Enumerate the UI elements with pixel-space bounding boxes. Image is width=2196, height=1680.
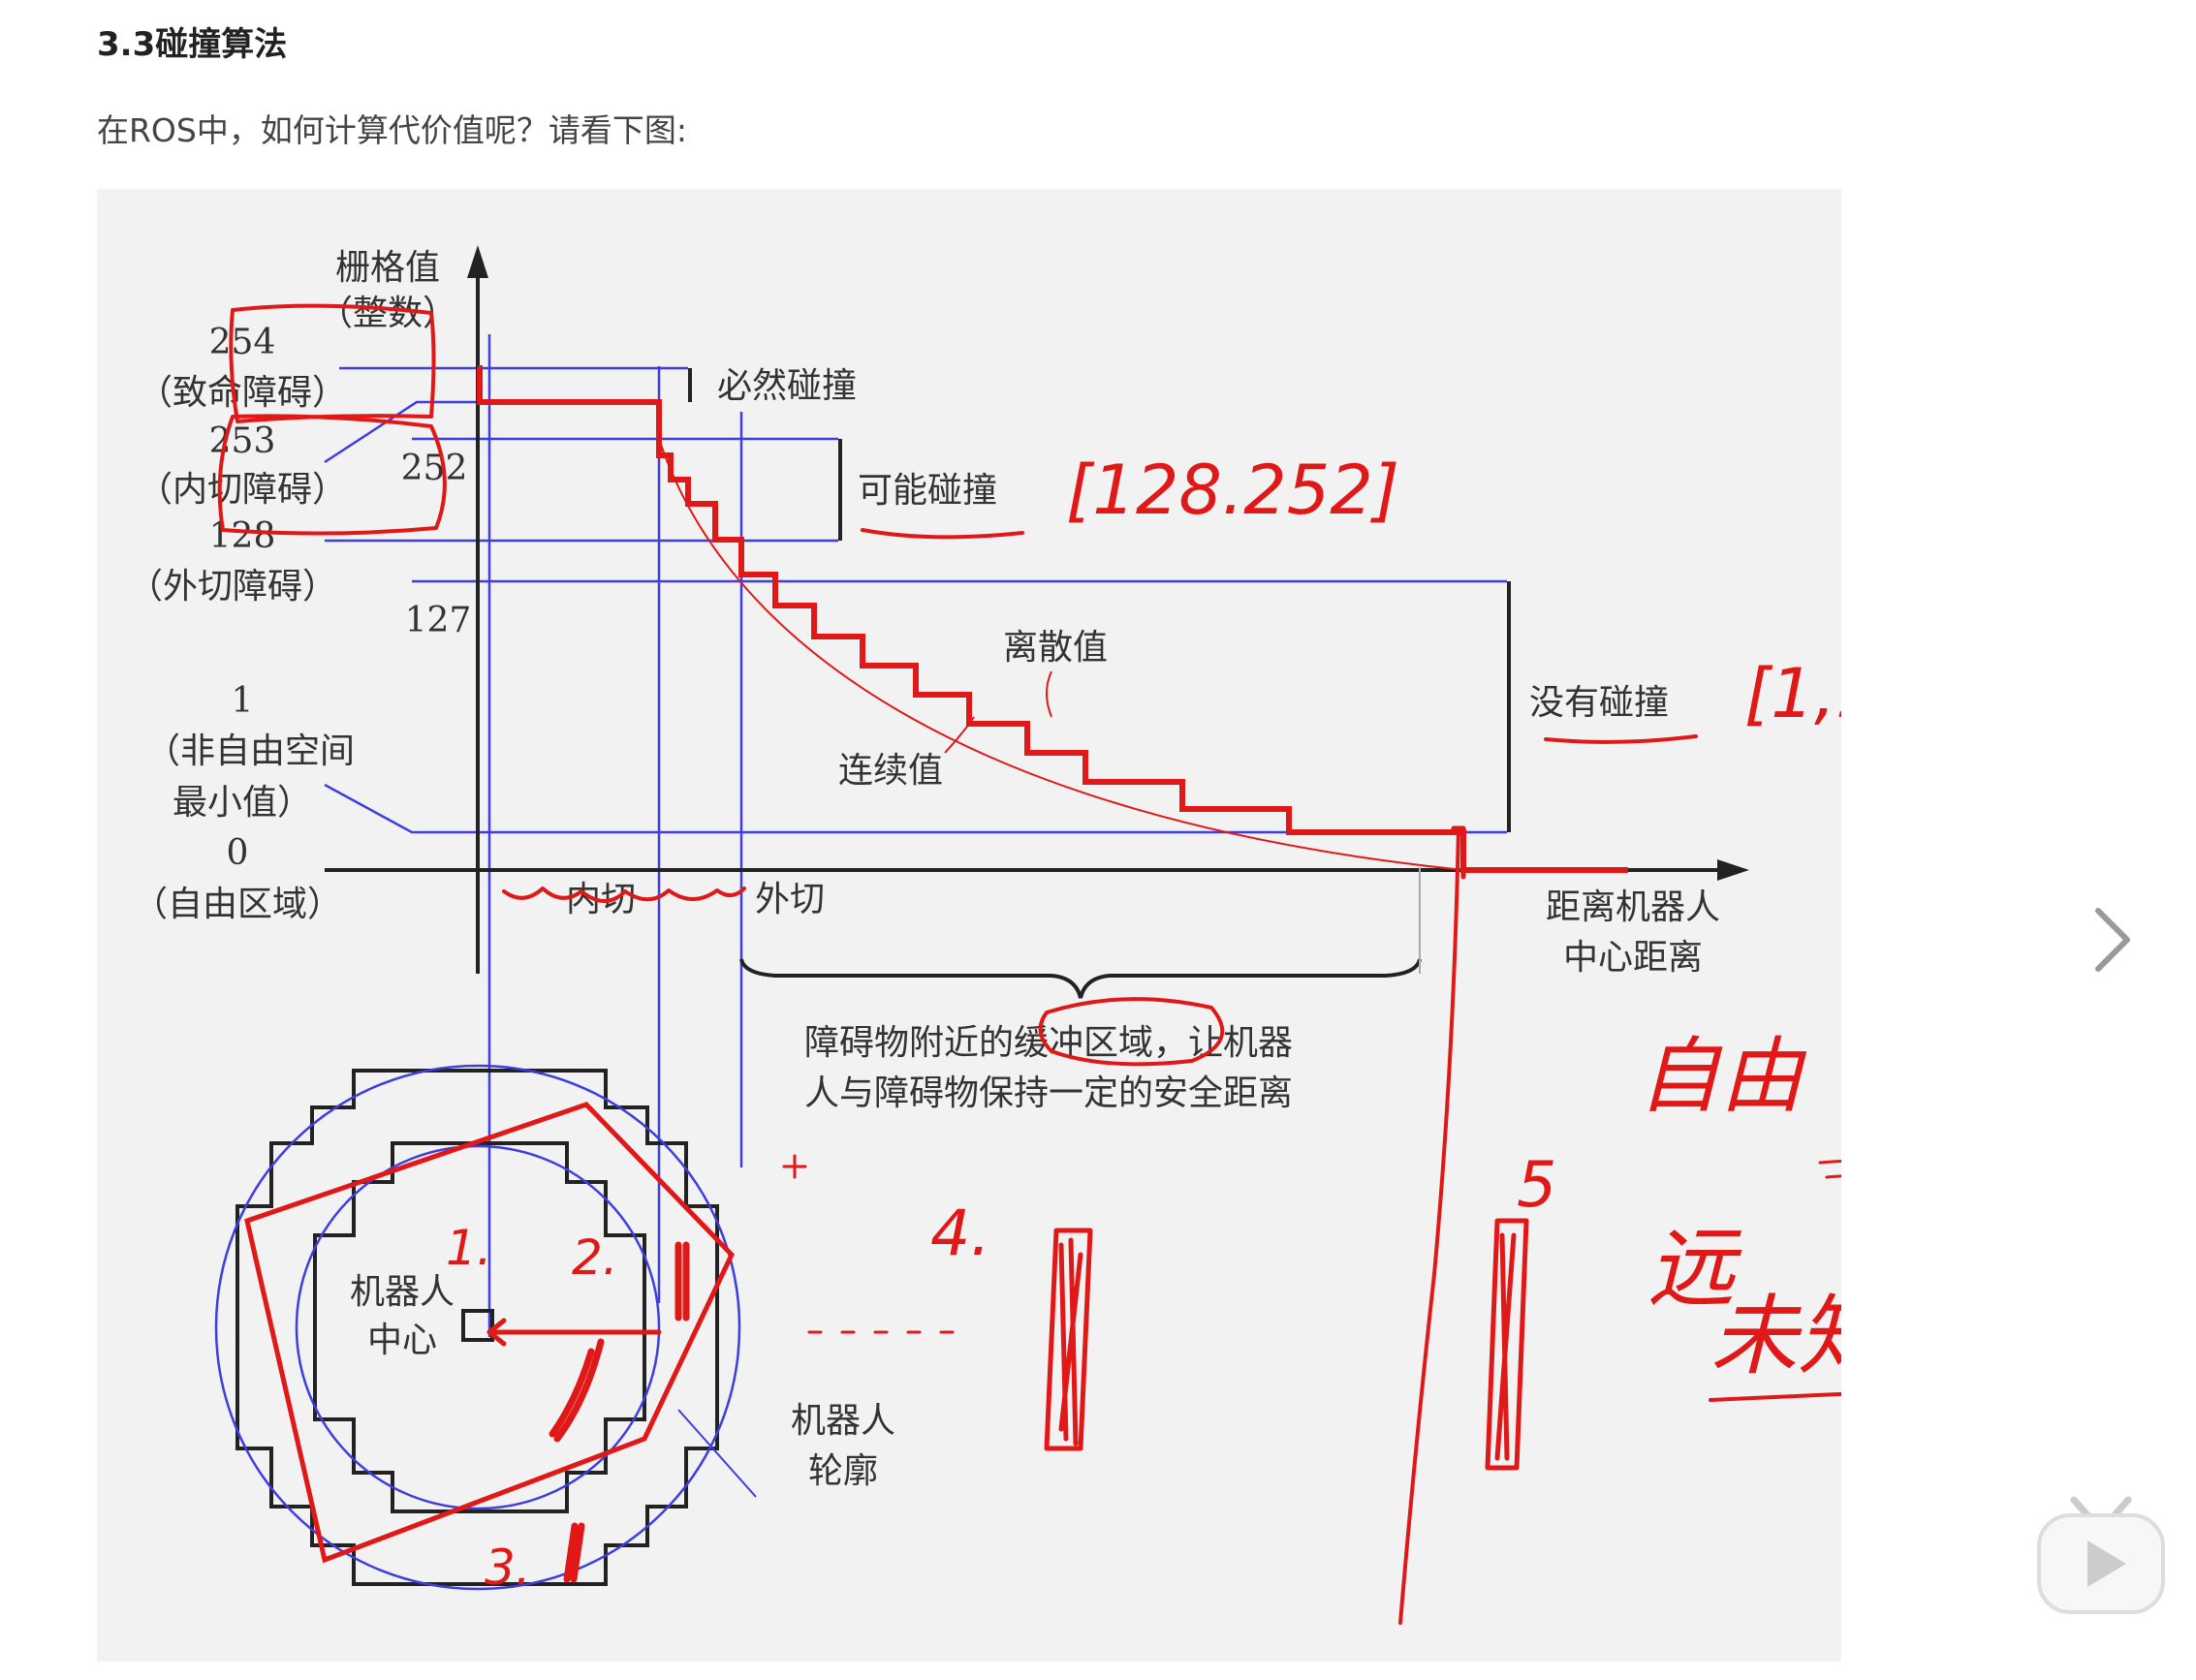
- annotation-unknown: 未知: [1710, 1286, 1841, 1387]
- circle-buffer: [1038, 997, 1225, 1067]
- label-128: 128: [209, 516, 276, 556]
- robot-center-square: [461, 1309, 494, 1342]
- mark-2: [674, 1241, 690, 1322]
- robot-outline-polygon: [244, 1102, 736, 1564]
- free-boundary-tick: [1451, 825, 1466, 880]
- label-no-collision: 没有碰撞: [1529, 683, 1669, 723]
- circle-253: [217, 414, 447, 536]
- mark-4-obstacle: [1044, 1228, 1093, 1451]
- underline-255: [1818, 1160, 1841, 1179]
- label-128-name: （外切障碍）: [128, 567, 337, 607]
- cost-diagram-figure: 栅格值 （整数） 254 （致命障碍） 253 （内切障碍） 128 （外切障碍…: [97, 189, 1841, 1662]
- label-1-name-1: （非自由空间: [145, 731, 355, 771]
- y-axis-title-1: 栅格值: [335, 248, 440, 288]
- annotation-n3: 3.: [485, 1540, 531, 1596]
- label-253-name: （内切障碍）: [138, 470, 347, 510]
- handwritten-annotations: [217, 303, 1841, 1625]
- annotation-range-possible: [128.252]: [1066, 451, 1399, 530]
- region-brackets: [688, 368, 1511, 832]
- annotation-range-none: [1,127]: [1744, 654, 1841, 733]
- axes: [325, 245, 1749, 974]
- buffer-brace: [739, 958, 1422, 999]
- annotation-far: 远: [1647, 1218, 1742, 1320]
- free-boundary-line: [1398, 826, 1460, 1625]
- robot-center-label-1: 机器人: [350, 1272, 455, 1312]
- annotation-n1: 1.: [446, 1220, 492, 1276]
- chevron-right-icon[interactable]: [2084, 901, 2142, 979]
- outline-pointer: [677, 1409, 757, 1498]
- robot-outline-label-2: 轮廓: [808, 1451, 878, 1491]
- circle-254: [229, 303, 436, 423]
- label-possible-collision: 可能碰撞: [858, 471, 997, 511]
- label-certain-collision: 必然碰撞: [717, 366, 857, 406]
- label-1-name-2: 最小值）: [173, 783, 312, 823]
- mark-3: [563, 1522, 585, 1583]
- x-axis-title-2: 中心距离: [1563, 938, 1703, 978]
- underline-possible: [861, 528, 1024, 540]
- continuous-cost-curve: [658, 438, 1464, 871]
- cost-diagram-svg: 栅格值 （整数） 254 （致命障碍） 253 （内切障碍） 128 （外切障碍…: [128, 245, 1841, 1625]
- label-252: 252: [401, 449, 468, 488]
- annotation-n2: 2.: [572, 1229, 618, 1286]
- label-0: 0: [227, 833, 249, 873]
- label-discrete: 离散值: [1003, 628, 1108, 668]
- underline-none: [1544, 734, 1698, 744]
- buffer-note-line-2: 人与障碍物保持一定的安全距离: [804, 1073, 1293, 1113]
- label-1: 1: [232, 681, 254, 721]
- label-127: 127: [405, 601, 472, 640]
- costmap-outer-footprint: [235, 1069, 719, 1586]
- inscribed-circle: [295, 1144, 661, 1510]
- discrete-pointer: [1046, 670, 1052, 718]
- plus-mark: [782, 1154, 807, 1179]
- label-254: 254: [209, 323, 276, 362]
- discrete-cost-steps: [477, 365, 1628, 873]
- robot-center-label-2: 中心: [367, 1321, 437, 1360]
- x-axis-title-1: 距离机器人: [1546, 887, 1720, 927]
- underline-unknown: [1709, 1391, 1841, 1402]
- guide-line-253: [324, 400, 659, 464]
- section-heading: 3.3碰撞算法: [97, 25, 288, 64]
- continuous-pointer: [944, 716, 975, 754]
- circumscribed-circle: [214, 1064, 741, 1591]
- mark-5-obstacle: [1485, 1218, 1529, 1471]
- label-254-name: （致命障碍）: [138, 373, 347, 413]
- annotation-n5: 5: [1517, 1149, 1556, 1222]
- x-axis-arrow-icon: [1717, 859, 1749, 881]
- buffer-note-line-1: 障碍物附近的缓冲区域，让机器: [804, 1023, 1293, 1063]
- arrow-head-icon: [486, 1318, 507, 1347]
- squiggle-inscribed: [502, 887, 746, 903]
- label-circumscribed: 外切: [755, 880, 825, 919]
- y-axis-arrow-icon: [467, 245, 488, 278]
- mark-1: [549, 1338, 605, 1443]
- label-253: 253: [209, 421, 276, 461]
- handwritten-text: [128.252] [1,127] 1. 2. 3. 4. 5 6. 自由 远 …: [446, 451, 1841, 1596]
- label-0-name: （自由区域）: [133, 885, 342, 924]
- label-continuous: 连续值: [838, 751, 943, 791]
- video-play-icon[interactable]: [2033, 1492, 2169, 1618]
- annotation-n4: 4.: [930, 1198, 990, 1270]
- robot-outline-label-1: 机器人: [791, 1401, 895, 1441]
- annotation-free: 自由: [1638, 1029, 1807, 1125]
- guide-line-1: [324, 783, 1507, 834]
- y-axis-title-2: （整数）: [318, 294, 457, 333]
- intro-text: 在ROS中，如何计算代价值呢？请看下图:: [97, 111, 687, 149]
